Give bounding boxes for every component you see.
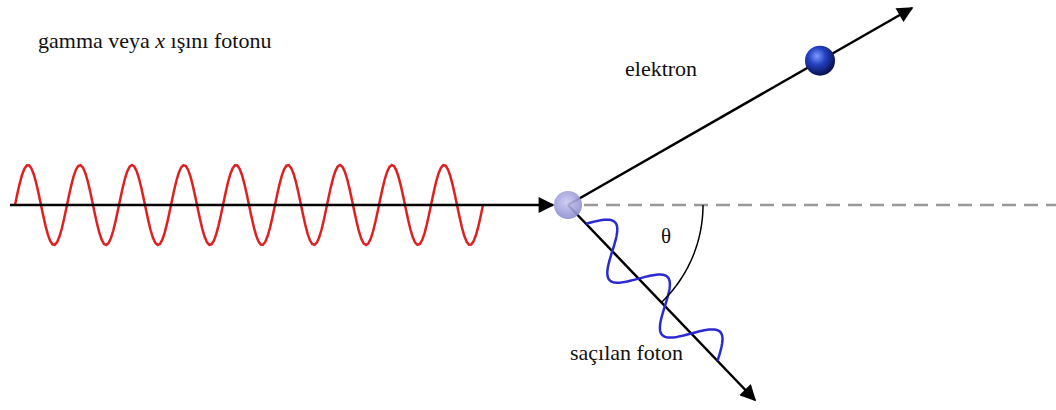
scattered-wave — [586, 220, 722, 361]
incoming-arrow — [10, 204, 553, 207]
angle-arc — [661, 205, 703, 302]
scattered-label: saçılan foton — [570, 340, 683, 366]
angle-label: θ — [661, 224, 671, 249]
reference-line — [584, 204, 1056, 207]
electron-label: elektron — [625, 56, 697, 82]
electron-ball — [805, 46, 835, 76]
scattered-arrow — [568, 205, 755, 400]
electron-arrow — [568, 8, 912, 205]
collision-point — [554, 191, 582, 219]
photon-label: gamma veya x ışını fotonu — [38, 28, 271, 54]
